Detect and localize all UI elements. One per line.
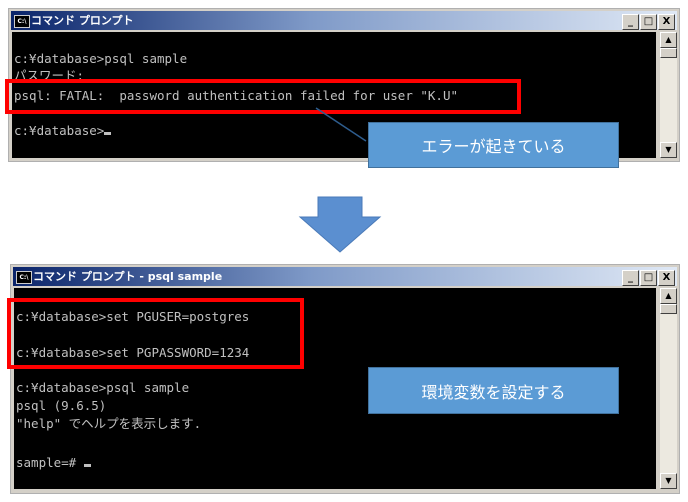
scroll-thumb[interactable] — [660, 304, 677, 314]
title-bar: C:\ コマンド プロンプト - psql sample _ □ X — [13, 267, 677, 286]
env-callout: 環境変数を設定する — [368, 367, 619, 414]
title-bar: C:\ コマンド プロンプト _ □ X — [11, 11, 677, 30]
terminal-prompt: sample=# — [16, 455, 84, 470]
close-button[interactable]: X — [658, 14, 675, 30]
window-title: コマンド プロンプト — [31, 14, 134, 27]
maximize-button[interactable]: □ — [640, 270, 657, 286]
minimize-button[interactable]: _ — [622, 14, 639, 30]
terminal-line: c:¥database>set PGUSER=postgres — [16, 309, 250, 324]
window-title: コマンド プロンプト - psql sample — [33, 270, 223, 283]
terminal-line-error: psql: FATAL: password authentication fai… — [14, 88, 459, 103]
terminal-line: c:¥database>set PGPASSWORD=1234 — [16, 345, 250, 360]
env-highlight-box — [7, 298, 304, 369]
cmd-icon: C:\ — [16, 271, 32, 284]
command-prompt-window-1: C:\ コマンド プロンプト _ □ X c:¥database>psql sa… — [8, 8, 680, 162]
connector-line — [315, 107, 367, 142]
terminal-line: c:¥database>psql sample — [16, 380, 190, 395]
scroll-down-icon[interactable]: ▼ — [660, 473, 677, 489]
scroll-up-icon[interactable]: ▲ — [660, 288, 677, 304]
cmd-icon: C:\ — [14, 15, 30, 28]
scrollbar[interactable]: ▲ ▼ — [660, 288, 677, 489]
scroll-up-icon[interactable]: ▲ — [660, 32, 677, 48]
cursor — [104, 132, 112, 135]
close-button[interactable]: X — [658, 270, 675, 286]
cursor — [83, 464, 91, 467]
maximize-button[interactable]: □ — [640, 14, 657, 30]
down-arrow-icon — [298, 196, 382, 253]
terminal-line: psql (9.6.5) — [16, 398, 107, 413]
error-highlight-box — [5, 79, 521, 114]
terminal-prompt: c:¥database> — [14, 123, 105, 138]
terminal-line: "help" でヘルプを表示します. — [16, 416, 202, 431]
terminal-line: c:¥database>psql sample — [14, 51, 188, 66]
scroll-thumb[interactable] — [660, 48, 677, 58]
scroll-down-icon[interactable]: ▼ — [660, 142, 677, 158]
scrollbar[interactable]: ▲ ▼ — [660, 32, 677, 158]
error-callout: エラーが起きている — [368, 122, 619, 168]
minimize-button[interactable]: _ — [622, 270, 639, 286]
